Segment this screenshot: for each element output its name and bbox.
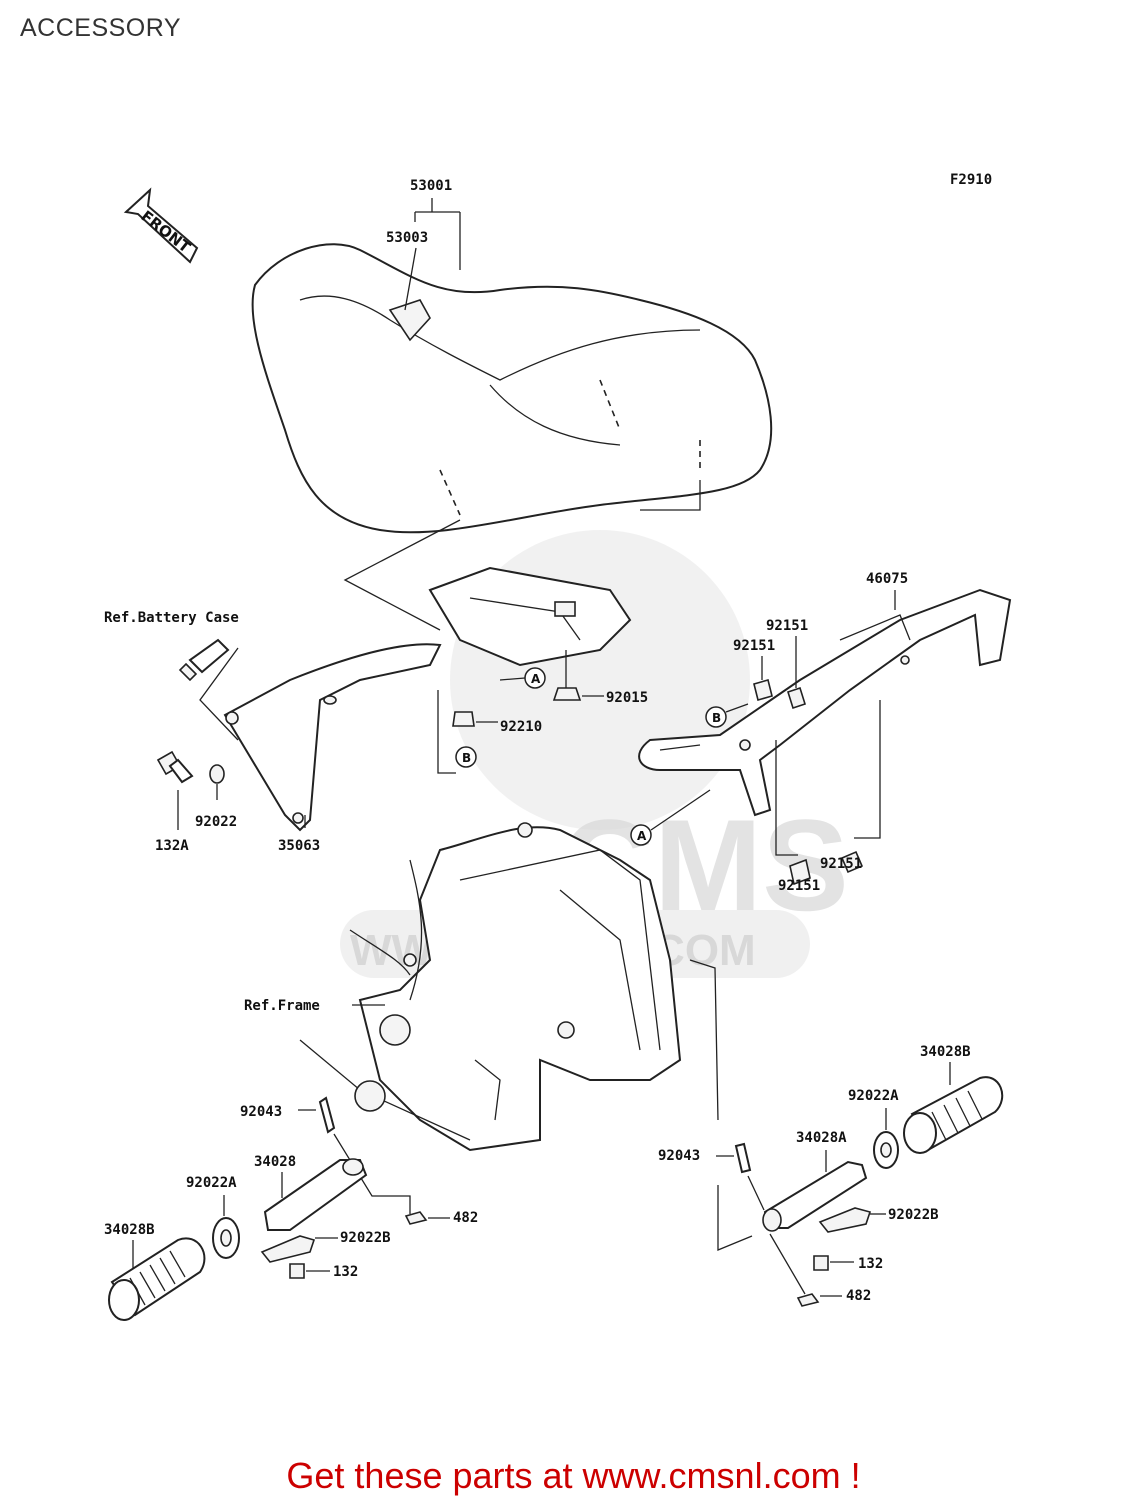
- rubber-34028b-left-icon: [108, 1237, 206, 1321]
- frame: [299, 822, 682, 1152]
- frame-reference: Ref.Frame: [244, 998, 320, 1014]
- page-title: ACCESSORY: [20, 14, 182, 42]
- seat-base-bracket: [428, 566, 632, 667]
- nut-92015-icon: [552, 687, 582, 701]
- ref-a-upper: A: [531, 672, 541, 686]
- footer-promo-text: Get these parts at www.cmsnl.com !: [286, 1455, 861, 1496]
- spring-92022b-left-icon: [260, 1235, 316, 1263]
- bolt-132-right-icon: [813, 1255, 829, 1271]
- label-92043-left: 92043: [240, 1104, 282, 1120]
- label-53001: 53001: [410, 178, 452, 194]
- bolt-132-left-icon: [289, 1263, 305, 1279]
- label-132-left: 132: [333, 1264, 358, 1280]
- grab-bar-46075: [638, 588, 1012, 817]
- label-92022a-left: 92022A: [186, 1175, 237, 1191]
- seat: [251, 243, 773, 534]
- label-92210: 92210: [500, 719, 542, 735]
- bracket-35063: [223, 643, 442, 832]
- nut-92210-icon: [452, 711, 475, 727]
- washer-92022-icon: [209, 764, 225, 784]
- label-132a: 132A: [155, 838, 189, 854]
- label-92022b-right: 92022B: [888, 1207, 939, 1223]
- label-482-right: 482: [846, 1288, 871, 1304]
- figure-code: F2910: [950, 172, 992, 188]
- pin-92043-left-icon: [318, 1096, 336, 1134]
- ref-b-left: B: [462, 751, 471, 765]
- label-34028a: 34028A: [796, 1130, 847, 1146]
- ref-a-right: A: [637, 829, 647, 843]
- label-92022a-right: 92022A: [848, 1088, 899, 1104]
- bolt-92151-upper-icon: [787, 686, 806, 710]
- pin-92043-right-icon: [734, 1142, 752, 1174]
- label-132-right: 132: [858, 1256, 883, 1272]
- label-53003: 53003: [386, 230, 428, 246]
- label-34028b-left: 34028B: [104, 1222, 155, 1238]
- label-92022b-left: 92022B: [340, 1230, 391, 1246]
- label-92151-a: 92151: [766, 618, 808, 634]
- battery-case-reference: Ref.Battery Case: [104, 610, 239, 626]
- label-92151-d: 92151: [778, 878, 820, 894]
- label-92151-b: 92151: [733, 638, 775, 654]
- front-label: FRONT: [138, 207, 195, 257]
- label-92022: 92022: [195, 814, 237, 830]
- rubber-34028b-right-icon: [903, 1076, 1004, 1154]
- label-482-left: 482: [453, 1210, 478, 1226]
- bolt-92151-middle-icon: [753, 679, 773, 701]
- label-34028: 34028: [254, 1154, 296, 1170]
- cotter-482-right-icon: [796, 1293, 820, 1307]
- ref-b-right: B: [712, 711, 721, 725]
- bolt-92151-lower-icon: [789, 858, 811, 886]
- seat-callout: 53001 53003: [386, 178, 461, 311]
- label-92151-c: 92151: [820, 856, 862, 872]
- footpeg-34028-icon: [263, 1158, 368, 1231]
- label-46075: 46075: [866, 571, 908, 587]
- bolt-132a-icon: [156, 750, 194, 784]
- front-arrow-icon: FRONT: [123, 187, 199, 264]
- footpeg-34028a-icon: [762, 1160, 868, 1232]
- label-34028b-right: 34028B: [920, 1044, 971, 1060]
- bolt-upper-left-icon: [178, 638, 230, 682]
- label-92043-right: 92043: [658, 1148, 700, 1164]
- label-92015: 92015: [606, 690, 648, 706]
- spring-92022b-right-icon: [818, 1207, 872, 1233]
- bolt-92151-right-icon: [840, 850, 864, 874]
- cotter-482-left-icon: [404, 1211, 428, 1225]
- label-35063: 35063: [278, 838, 320, 854]
